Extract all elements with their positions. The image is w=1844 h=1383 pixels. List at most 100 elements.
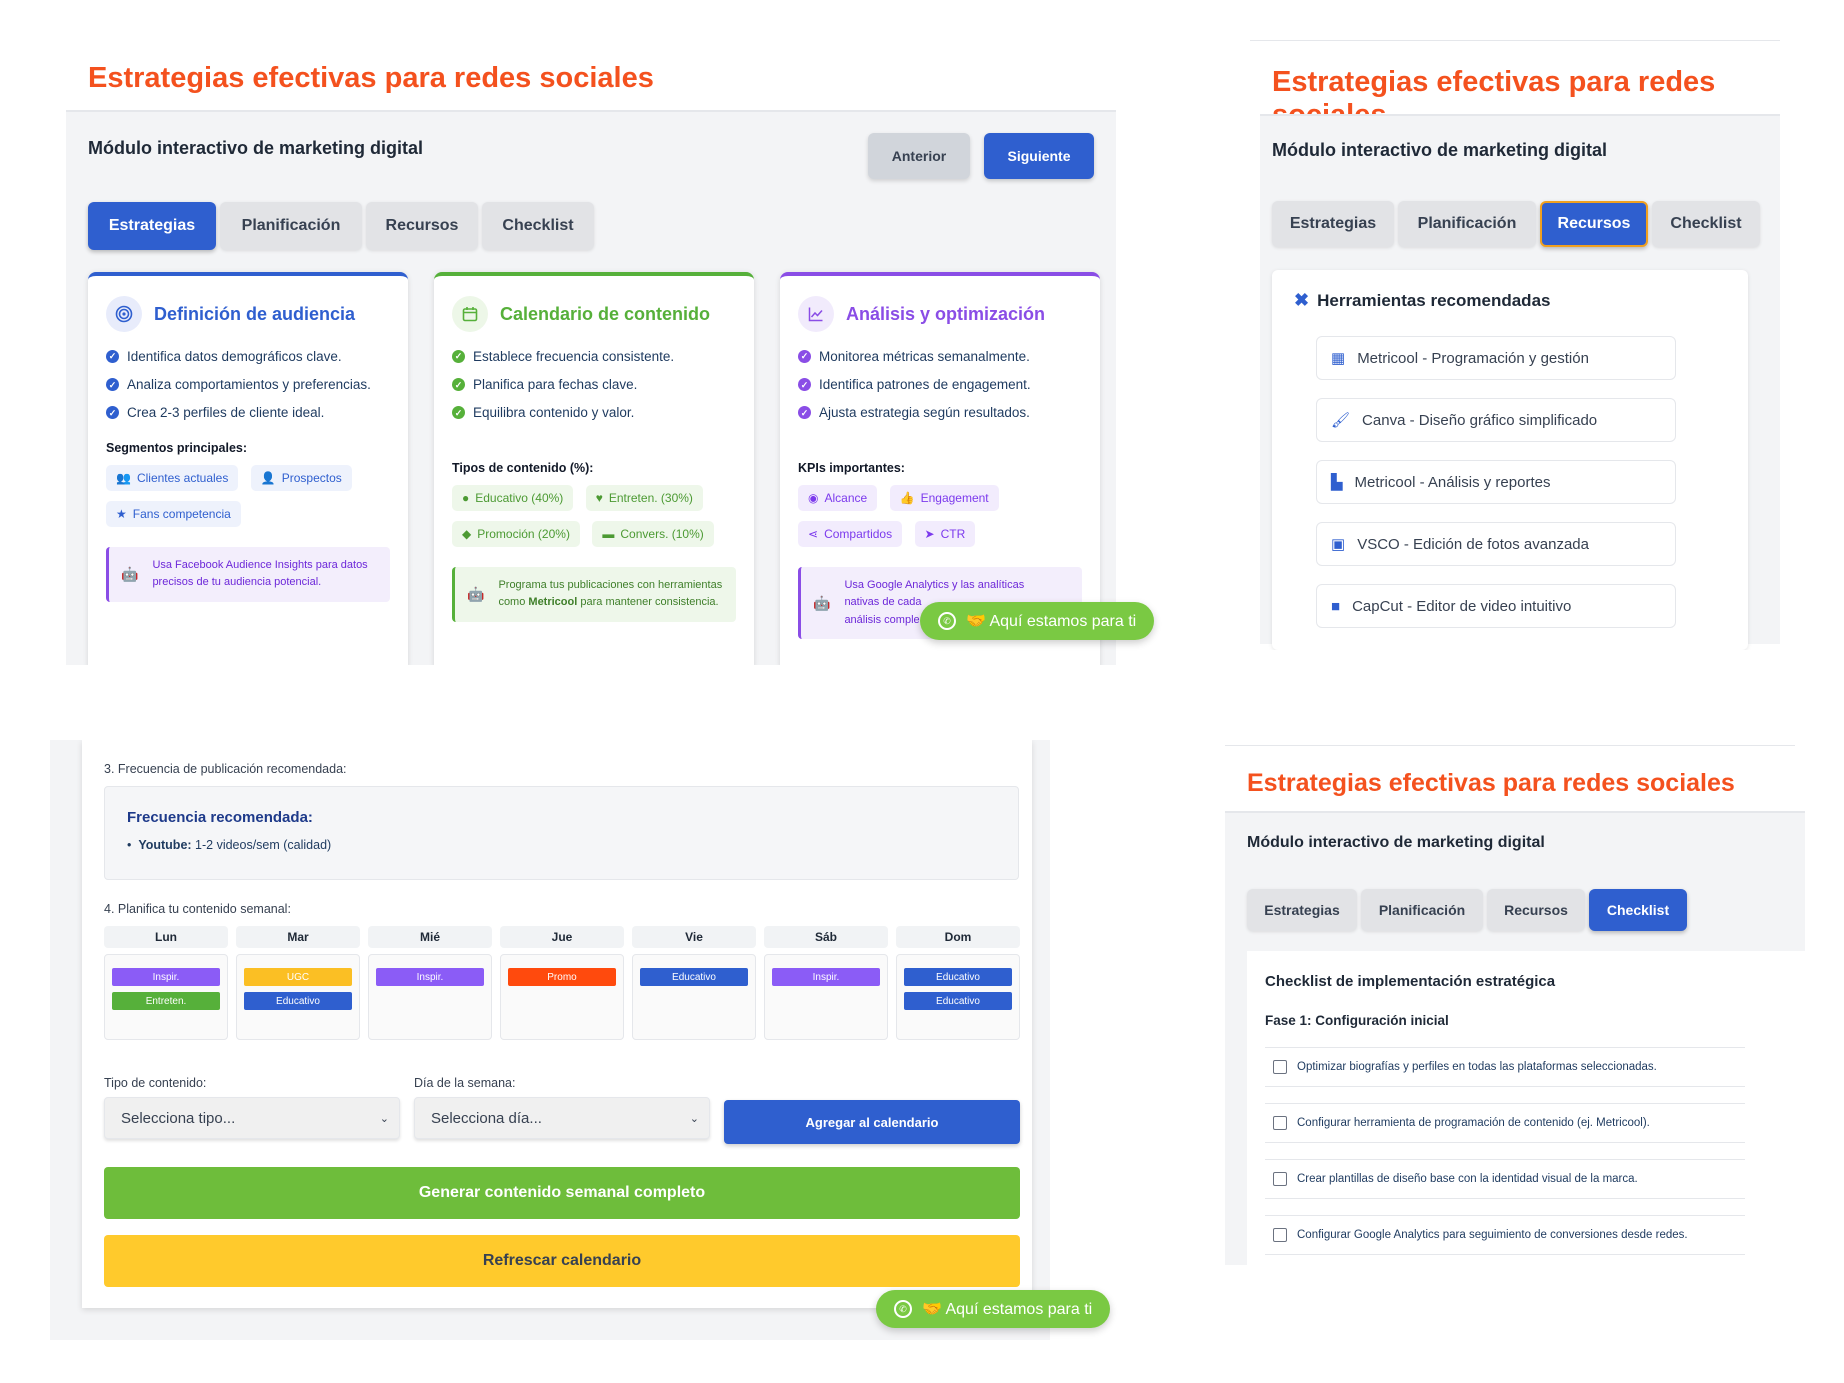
tab-checklist[interactable]: Checklist [482, 202, 594, 250]
calendar-entry[interactable]: Educativo [904, 992, 1012, 1010]
checklist-item[interactable]: Configurar Google Analytics para seguimi… [1265, 1215, 1745, 1255]
tool-item[interactable]: ▦Metricool - Programación y gestión [1316, 336, 1676, 380]
checkbox[interactable] [1273, 1228, 1287, 1242]
day-cell[interactable] [368, 954, 492, 1040]
line-chart-icon [798, 296, 834, 332]
day-label: Día de la semana: [414, 1076, 516, 1090]
kpi-chip: ◉Alcance [798, 484, 878, 511]
day-cell[interactable] [764, 954, 888, 1040]
checkbox[interactable] [1273, 1060, 1287, 1074]
frequency-label: 3. Frecuencia de publicación recomendada… [104, 762, 347, 776]
list-item: ✓Ajusta estrategia según resultados. [798, 404, 1082, 422]
bar-chart-icon: ▙ [1331, 474, 1343, 491]
robot-icon: 🤖 [813, 594, 831, 611]
chat-icon: ▬ [602, 526, 615, 541]
frequency-item: • Youtube: 1-2 videos/sem (calidad) [127, 838, 332, 852]
tab-checklist[interactable]: Checklist [1652, 201, 1760, 247]
day-header: Lun [104, 926, 228, 948]
check-circle-icon: ✓ [452, 350, 465, 363]
tab-recursos[interactable]: Recursos [1540, 201, 1648, 247]
segment-chip: ★Fans competencia [106, 500, 241, 527]
chevron-down-icon: ⌄ [379, 1112, 389, 1125]
whatsapp-button[interactable]: ✆ 🤝 Aquí estamos para ti [920, 602, 1155, 640]
tools-icon: ✖ [1294, 290, 1310, 310]
calendar-entry[interactable]: Educativo [640, 968, 748, 986]
day-header: Jue [500, 926, 624, 948]
calendar-entry[interactable]: Inspir. [112, 968, 220, 986]
frequency-box: Frecuencia recomendada: • Youtube: 1-2 v… [104, 786, 1019, 880]
whatsapp-icon: ✆ [938, 612, 956, 630]
check-circle-icon: ✓ [798, 406, 811, 420]
calendar-tip: 🤖 Programa tus publicaciones con herrami… [452, 566, 736, 622]
day-cell[interactable] [500, 954, 624, 1040]
tool-item[interactable]: ■CapCut - Editor de video intuitivo [1316, 584, 1676, 628]
check-circle-icon: ✓ [452, 378, 465, 392]
checklist-title: Checklist de implementación estratégica [1265, 973, 1556, 990]
module-title: Módulo interactivo de marketing digital [88, 138, 424, 158]
check-circle-icon: ✓ [798, 350, 811, 363]
tab-planificacion[interactable]: Planificación [1398, 201, 1536, 247]
calendar-card: Calendario de contenido ✓Establece frecu… [434, 272, 754, 665]
target-icon [106, 296, 142, 332]
checklist-item[interactable]: Configurar herramienta de programación d… [1265, 1103, 1745, 1143]
calendar-entry[interactable]: UGC [244, 968, 352, 986]
module-title: Módulo interactivo de marketing digital [1272, 140, 1608, 160]
segment-chip: 👥Clientes actuales [106, 464, 239, 491]
list-item: ✓Identifica patrones de engagement. [798, 376, 1082, 394]
tool-item[interactable]: ▣VSCO - Edición de fotos avanzada [1316, 522, 1676, 566]
tab-checklist[interactable]: Checklist [1589, 889, 1687, 931]
calendar-icon [452, 296, 488, 332]
checkbox[interactable] [1273, 1172, 1287, 1186]
calendar-entry[interactable]: Inspir. [376, 968, 484, 986]
content-type-chip: ▬Convers. (10%) [592, 520, 714, 547]
tools-card: ✖ Herramientas recomendadas ▦Metricool -… [1272, 270, 1748, 650]
audience-tip: 🤖 Usa Facebook Audience Insights para da… [106, 546, 390, 602]
kpi-subtitle: KPIs importantes: [798, 460, 905, 475]
next-button[interactable]: Siguiente [984, 133, 1094, 179]
calendar-title: Calendario de contenido [500, 303, 711, 324]
checklist-item[interactable]: Optimizar biografías y perfiles en todas… [1265, 1047, 1745, 1087]
refresh-calendar-button[interactable]: Refrescar calendario [104, 1235, 1020, 1287]
add-to-calendar-button[interactable]: Agregar al calendario [724, 1100, 1020, 1144]
kpi-chip: ➤CTR [914, 520, 976, 547]
tab-planificacion[interactable]: Planificación [220, 202, 362, 250]
audience-card: Definición de audiencia ✓Identifica dato… [88, 272, 408, 665]
tab-planificacion[interactable]: Planificación [1361, 889, 1483, 931]
checkbox[interactable] [1273, 1116, 1287, 1130]
tab-estrategias[interactable]: Estrategias [1272, 201, 1394, 247]
page-title: Estrategias efectivas para redes sociale… [88, 62, 654, 94]
tag-icon: ◆ [462, 526, 472, 541]
tool-item[interactable]: 🖌Canva - Diseño gráfico simplificado [1316, 398, 1676, 442]
calendar-entry[interactable]: Entreten. [112, 992, 220, 1010]
calendar-entry[interactable]: Educativo [904, 968, 1012, 986]
checklist-item[interactable]: Crear plantillas de diseño base con la i… [1265, 1159, 1745, 1199]
whatsapp-button[interactable]: ✆ 🤝 Aquí estamos para ti [876, 1290, 1111, 1328]
tab-estrategias[interactable]: Estrategias [88, 202, 216, 250]
list-item: ✓Crea 2-3 perfiles de cliente ideal. [106, 404, 390, 422]
content-type-chip: ◆Promoción (20%) [452, 520, 580, 547]
segment-chip: 👤Prospectos [250, 464, 352, 491]
tab-recursos[interactable]: Recursos [366, 202, 478, 250]
tab-recursos[interactable]: Recursos [1487, 889, 1585, 931]
content-type-select[interactable]: Selecciona tipo...⌄ [104, 1097, 400, 1139]
resources-panel: Estrategias efectivas para redes sociale… [1250, 40, 1790, 650]
tool-item[interactable]: ▙Metricool - Análisis y reportes [1316, 460, 1676, 504]
list-item: ✓Establece frecuencia consistente. [452, 348, 736, 366]
strategies-panel: Estrategias efectivas para redes sociale… [62, 50, 1182, 665]
day-header: Sáb [764, 926, 888, 948]
frequency-title: Frecuencia recomendada: [127, 809, 313, 826]
calendar-entry[interactable]: Inspir. [772, 968, 880, 986]
checklist-panel: Estrategias efectivas para redes sociale… [1225, 745, 1805, 1295]
day-select[interactable]: Selecciona día...⌄ [414, 1097, 710, 1139]
prev-button[interactable]: Anterior [868, 133, 970, 179]
day-cell[interactable] [632, 954, 756, 1040]
week-label: 4. Planifica tu contenido semanal: [104, 902, 291, 916]
generate-week-button[interactable]: Generar contenido semanal completo [104, 1167, 1020, 1219]
bulb-icon: ● [462, 490, 470, 505]
calendar-entry[interactable]: Educativo [244, 992, 352, 1010]
module-title: Módulo interactivo de marketing digital [1247, 834, 1545, 851]
checklist-card: Checklist de implementación estratégica … [1247, 951, 1805, 1295]
segments-subtitle: Segmentos principales: [106, 440, 248, 455]
calendar-entry[interactable]: Promo [508, 968, 616, 986]
tab-estrategias[interactable]: Estrategias [1247, 889, 1357, 931]
